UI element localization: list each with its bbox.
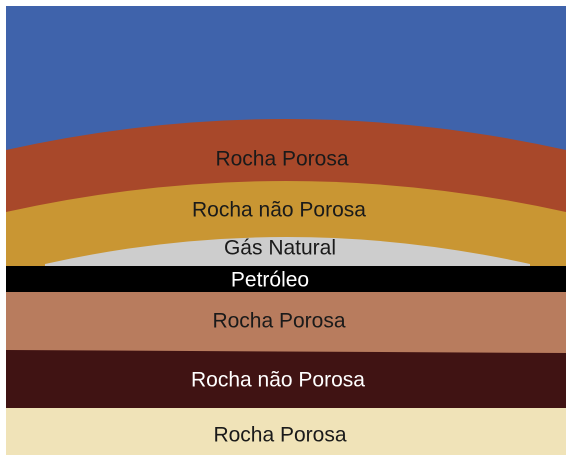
natural-gas-layer — [45, 237, 530, 272]
porous-rock-bottom-layer — [6, 408, 566, 455]
porous-rock-middle-label: Rocha Porosa — [212, 310, 345, 333]
natural-gas-label: Gás Natural — [224, 237, 336, 260]
porous-rock-top-label: Rocha Porosa — [215, 148, 348, 171]
petroleum-label: Petróleo — [231, 269, 309, 292]
cap-rock-label: Rocha não Porosa — [192, 199, 366, 222]
petroleum-layer — [6, 266, 566, 293]
non-porous-rock-bottom-label: Rocha não Porosa — [191, 369, 365, 392]
porous-rock-bottom-label: Rocha Porosa — [213, 424, 346, 447]
porous-rock-middle-layer — [6, 292, 566, 354]
non-porous-rock-bottom-layer — [6, 350, 566, 410]
